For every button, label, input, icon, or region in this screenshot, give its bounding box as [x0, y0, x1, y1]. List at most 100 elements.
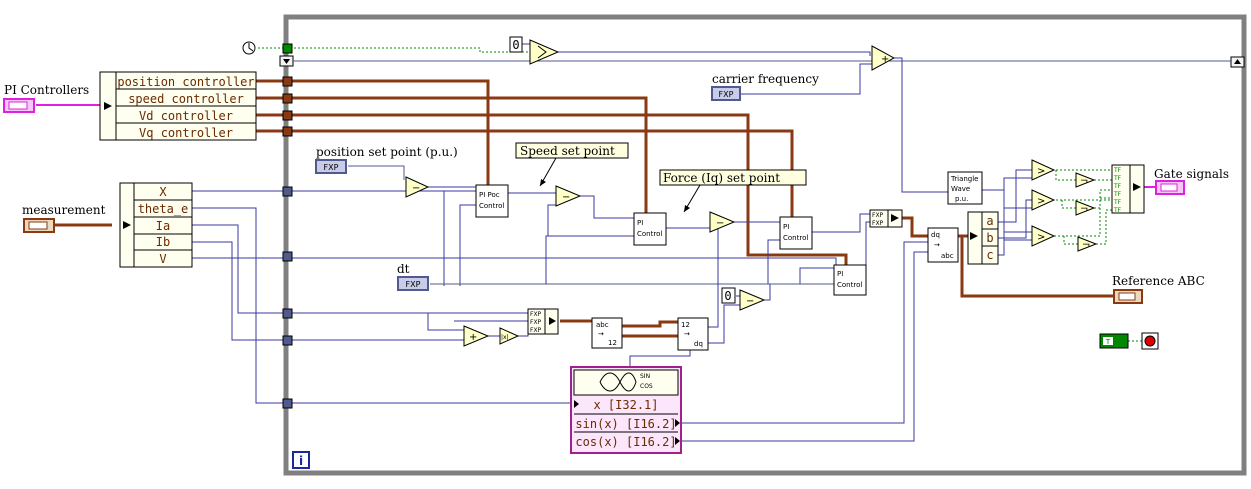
pi-vq-line2: Control: [783, 234, 808, 242]
reference-abc-label: Reference ABC: [1112, 274, 1205, 288]
pi-vq-control[interactable]: PI Control: [779, 216, 813, 250]
dq-to-abc-top: dq: [931, 231, 940, 239]
abc-to-12-bottom: 12: [608, 339, 617, 347]
carrier-frequency-label: carrier frequency: [712, 72, 819, 86]
bundle-dq-input[interactable]: FXP FXP: [869, 209, 903, 228]
tunnel-pos[interactable]: [282, 76, 293, 87]
loop-tunnel[interactable]: [282, 43, 293, 54]
abc-unbundle[interactable]: a b c: [967, 211, 999, 265]
measurement-terminal[interactable]: [23, 218, 55, 233]
pi-cluster-unbundle[interactable]: position controller speed controller Vd …: [99, 71, 257, 141]
pi-poc-line1: PI Poc: [479, 191, 500, 199]
measurement-label: measurement: [22, 203, 106, 217]
pi-speed-line1: PI: [637, 219, 643, 227]
shift-register-right[interactable]: [1230, 56, 1245, 68]
add-ia-ib[interactable]: +: [463, 325, 490, 347]
carrier-frequency-fxp: FXP: [719, 90, 734, 99]
bundle-abc-fxp-2: FXP: [530, 319, 542, 326]
abc-to-12-arrow: →: [598, 330, 604, 338]
tf-4: TF: [1113, 191, 1122, 198]
iteration-icon[interactable]: [242, 41, 256, 55]
not-a[interactable]: ¬: [1075, 172, 1096, 188]
triangle-line2: Wave: [951, 185, 970, 193]
compare-b[interactable]: >: [1031, 189, 1056, 211]
add-ia-ib-text: +: [469, 332, 477, 343]
while-loop-frame[interactable]: [283, 14, 1247, 476]
triangle-wave-block[interactable]: Triangle Wave p.u.: [947, 171, 983, 205]
subtract-position[interactable]: −: [405, 176, 430, 198]
gate-build-array[interactable]: TF TF TF TF TF TF: [1111, 164, 1145, 214]
subtract-force[interactable]: −: [709, 211, 736, 233]
pi-position-control[interactable]: PI Poc Control: [475, 184, 509, 218]
abc-to-12-block[interactable]: abc → 12: [591, 317, 623, 349]
tunnel-speed[interactable]: [282, 93, 293, 104]
info-icon[interactable]: i: [292, 451, 310, 469]
dt-terminal[interactable]: FXP: [397, 276, 429, 291]
tunnel-vd[interactable]: [282, 110, 293, 121]
pi-speed-line2: Control: [637, 230, 662, 238]
bundle-abc-fxp-3: FXP: [530, 327, 542, 334]
meas-item-x: X: [159, 185, 167, 199]
meas-item-ib: Ib: [156, 235, 170, 249]
pi-vd-line2: Control: [837, 281, 862, 289]
subtract-position-text: −: [412, 183, 420, 194]
tunnel-vq[interactable]: [282, 126, 293, 137]
true-constant[interactable]: T: [1099, 333, 1129, 349]
position-set-point-terminal[interactable]: FXP: [315, 159, 347, 174]
speed-set-point-tip: Speed set point: [515, 142, 629, 187]
constant-zero-lower[interactable]: 0: [721, 287, 736, 304]
tunnel-v[interactable]: [282, 251, 293, 262]
dq-to-abc-bottom: abc: [941, 252, 954, 260]
pi-item-position: position controller: [117, 75, 254, 89]
abc-to-12-top: abc: [596, 321, 609, 329]
info-icon-text: i: [299, 454, 303, 468]
triangle-line3: p.u.: [955, 195, 968, 203]
tunnel-ia[interactable]: [282, 308, 293, 319]
tf-3: TF: [1113, 183, 1122, 190]
add-node-top-text: +: [881, 54, 889, 65]
subtract-vd[interactable]: −: [739, 289, 766, 311]
sincos-node[interactable]: SIN COS x [I32.1] sin(x) [I16.2] cos(x) …: [570, 366, 682, 454]
negate-node[interactable]: |x|: [499, 327, 520, 345]
not-c[interactable]: ¬: [1077, 236, 1098, 252]
pi-vd-control[interactable]: PI Control: [833, 264, 867, 296]
select-node[interactable]: [529, 39, 560, 65]
dq-to-abc-arrow: →: [934, 241, 940, 249]
stop-icon[interactable]: [1141, 332, 1159, 350]
tf-5: TF: [1113, 199, 1122, 206]
tunnel-theta[interactable]: [282, 398, 293, 409]
t12-to-dq-block[interactable]: 12 → dq: [677, 317, 709, 351]
add-node-top[interactable]: +: [871, 45, 896, 71]
subtract-speed[interactable]: −: [555, 185, 582, 207]
not-c-text: ¬: [1082, 240, 1090, 251]
not-b-text: ¬: [1080, 204, 1088, 215]
bundle-abc-input[interactable]: FXP FXP FXP: [527, 308, 559, 335]
t12-to-dq-arrow: →: [684, 330, 690, 338]
not-b[interactable]: ¬: [1075, 200, 1096, 216]
gate-signals-terminal[interactable]: [1155, 180, 1185, 195]
constant-zero-top[interactable]: 0: [509, 36, 523, 53]
sincos-cos-header: COS: [640, 383, 653, 390]
sincos-sin-header: SIN: [640, 373, 650, 380]
pi-vd-line1: PI: [837, 270, 843, 278]
reference-abc-terminal[interactable]: [1113, 289, 1143, 304]
compare-c[interactable]: >: [1031, 225, 1056, 247]
bundle-dq-fxp-1: FXP: [872, 212, 884, 219]
gate-signals-label: Gate signals: [1154, 167, 1229, 181]
tunnel-ib[interactable]: [282, 335, 293, 346]
sincos-row-sin: sin(x) [I16.2]: [575, 417, 676, 431]
carrier-frequency-terminal[interactable]: FXP: [711, 86, 741, 101]
pi-controllers-terminal[interactable]: [3, 98, 35, 113]
measurement-unbundle[interactable]: X theta_e Ia Ib V: [119, 182, 193, 268]
position-set-point-label: position set point (p.u.): [316, 145, 458, 159]
dq-to-abc-block[interactable]: dq → abc: [927, 227, 959, 263]
pi-speed-control[interactable]: PI Control: [633, 212, 667, 246]
shift-register-left[interactable]: [279, 55, 294, 67]
tf-1: TF: [1113, 167, 1122, 174]
compare-a[interactable]: >: [1031, 159, 1056, 181]
triangle-line1: Triangle: [950, 175, 979, 183]
subtract-speed-text: −: [562, 192, 570, 203]
tunnel-x[interactable]: [282, 186, 293, 197]
pi-poc-line2: Control: [479, 202, 504, 210]
compare-a-text: >: [1037, 166, 1045, 177]
